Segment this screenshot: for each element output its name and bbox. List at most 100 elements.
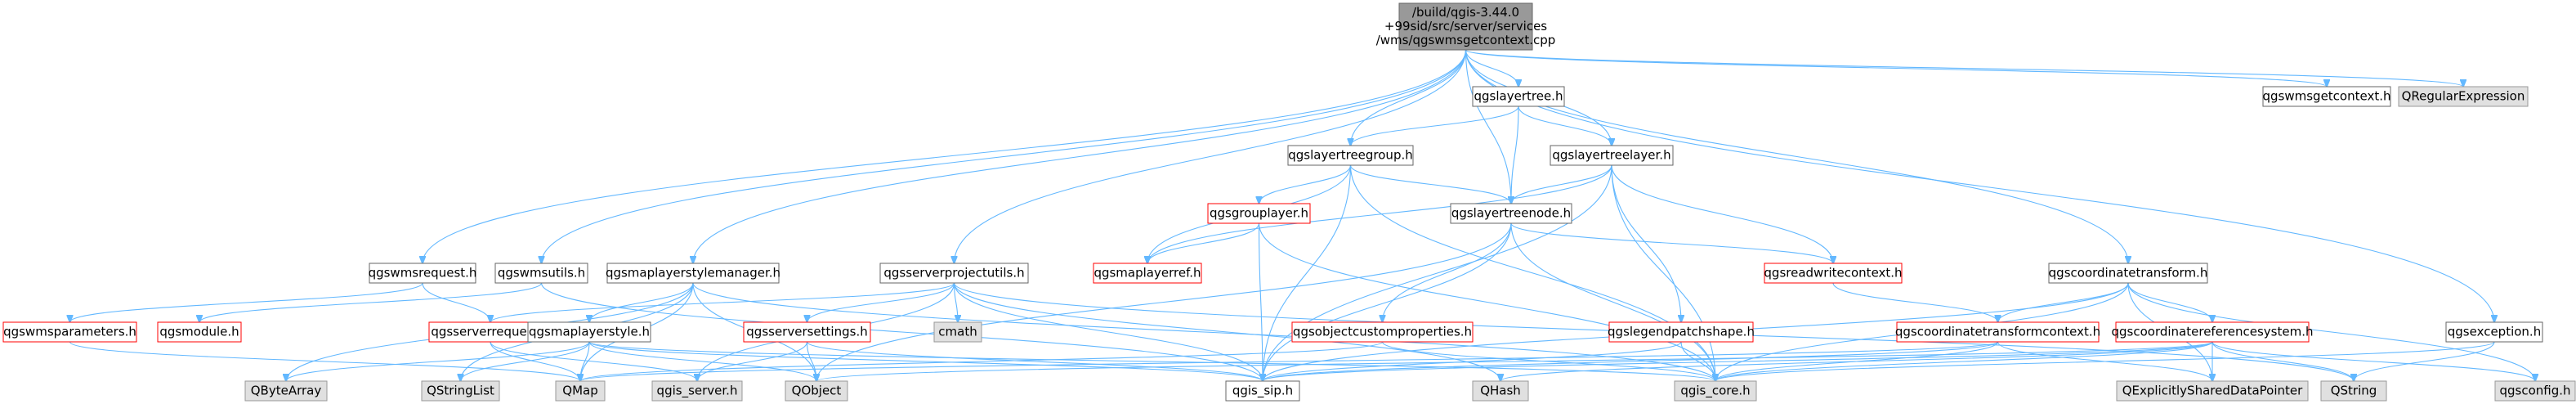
- node-box: [1093, 263, 1202, 284]
- edge-qgswmsutils-to-qgsmodule: [199, 282, 543, 322]
- node-qgsobjectcustomproperties[interactable]: qgsobjectcustomproperties.h: [1291, 321, 1474, 343]
- node-qgslayertreenode[interactable]: qgslayertreenode.h: [1450, 203, 1572, 224]
- node-box: [1550, 145, 1674, 166]
- node-qgslegendpatchshape[interactable]: qgslegendpatchshape.h: [1608, 321, 1755, 343]
- node-qgsconfig[interactable]: qgsconfig.h: [2494, 380, 2576, 402]
- node-box: [1674, 380, 1757, 402]
- node-label: QString: [2331, 384, 2377, 398]
- node-box: [1764, 263, 1903, 284]
- edge-qgslayertree-to-qgslayertreelayer: [1518, 105, 1612, 146]
- node-label: qgsgrouplayer.h: [1210, 206, 1308, 221]
- edge-qgsreadwritecontext-to-qgscoordinatetransformcontext: [1832, 282, 1998, 322]
- node-root[interactable]: /build/qgis-3.44.0+99sid/src/server/serv…: [1376, 2, 1556, 51]
- node-QStringList[interactable]: QStringList: [421, 380, 500, 402]
- node-QExplicitlySharedDataPointer[interactable]: QExplicitlySharedDataPointer: [2116, 380, 2309, 402]
- edge-root-to-qgsserverprojectutils: [955, 49, 1467, 263]
- node-label: qgsmodule.h: [159, 325, 239, 339]
- node-box: [2320, 380, 2387, 402]
- node-label: QObject: [792, 384, 842, 398]
- edge-root-to-qgswmsrequest: [423, 49, 1467, 263]
- node-label: QHash: [1480, 384, 1521, 398]
- node-label: qgsobjectcustomproperties.h: [1293, 325, 1472, 339]
- node-qgsmaplayerref[interactable]: qgsmaplayerref.h: [1093, 263, 1202, 284]
- edge-qgsmaplayerstyle-to-qgis_sip: [588, 341, 1263, 381]
- node-label: qgsmaplayerref.h: [1093, 266, 1201, 281]
- node-label: QExplicitlySharedDataPointer: [2122, 384, 2303, 398]
- node-qgswmsrequest[interactable]: qgswmsrequest.h: [369, 263, 477, 284]
- edge-qgslayertreelayer-to-qgis_core: [1611, 164, 1715, 381]
- node-box: [879, 263, 1029, 284]
- edge-qgscoordinatereferencesystem-to-QObject: [816, 341, 2213, 381]
- node-qgsserverprojectutils[interactable]: qgsserverprojectutils.h: [879, 263, 1029, 284]
- edge-qgsgrouplayer-to-qgsmaplayerref: [1147, 222, 1260, 263]
- node-qgsserversettings[interactable]: qgsserversettings.h: [743, 321, 871, 343]
- node-label: qgswmsgetcontext.h: [2263, 89, 2391, 104]
- node-qgscoordinatetransform[interactable]: qgscoordinatetransform.h: [2048, 263, 2208, 284]
- node-label: /wms/qgswmsgetcontext.cpp: [1376, 33, 1556, 47]
- node-label: qgslayertreenode.h: [1451, 206, 1571, 221]
- node-QHash[interactable]: QHash: [1472, 380, 1529, 402]
- edge-qgsexception-to-qgis_core: [1715, 341, 2495, 381]
- node-box: [1225, 380, 1300, 402]
- node-box: [421, 380, 500, 402]
- node-label: qgsserverprojectutils.h: [883, 266, 1024, 281]
- node-QMap[interactable]: QMap: [555, 380, 606, 402]
- edge-qgswmsrequest-to-qgswmsparameters: [70, 282, 423, 322]
- edge-qgslayertreelayer-to-qgslegendpatchshape: [1611, 164, 1681, 322]
- edge-qgscoordinatetransform-to-qgsconfig: [2127, 282, 2535, 381]
- node-box: [1472, 86, 1565, 107]
- node-label: QRegularExpression: [2402, 89, 2525, 104]
- node-qgswmsgetcontext[interactable]: qgswmsgetcontext.h: [2262, 86, 2391, 107]
- edge-qgscoordinatereferencesystem-to-qgsconfig: [2212, 341, 2535, 381]
- node-box: [1608, 321, 1754, 343]
- node-label: QStringList: [427, 384, 494, 398]
- node-label: qgsmaplayerstylemanager.h: [606, 266, 780, 281]
- node-box: [1287, 145, 1414, 166]
- node-qgslayertree[interactable]: qgslayertree.h: [1472, 86, 1565, 107]
- edge-qgscoordinatetransformcontext-to-QMap: [580, 341, 1999, 381]
- node-qgscoordinatereferencesystem[interactable]: qgscoordinatereferencesystem.h: [2112, 321, 2314, 343]
- node-label: qgis_sip.h: [1232, 384, 1293, 399]
- node-layer: /build/qgis-3.44.0+99sid/src/server/serv…: [2, 2, 2576, 402]
- node-box: [1450, 203, 1572, 224]
- node-qgsmaplayerstylemanager[interactable]: qgsmaplayerstylemanager.h: [606, 263, 780, 284]
- node-qgscoordinatetransformcontext[interactable]: qgscoordinatetransformcontext.h: [1895, 321, 2100, 343]
- node-box: [494, 263, 588, 284]
- node-qgswmsparameters[interactable]: qgswmsparameters.h: [2, 321, 137, 343]
- node-QByteArray[interactable]: QByteArray: [244, 380, 328, 402]
- edge-root-to-qgswmsgetcontext: [1465, 49, 2328, 87]
- edge-qgslayertreenode-to-qgsreadwritecontext: [1510, 222, 1833, 263]
- node-qgslayertreelayer[interactable]: qgslayertreelayer.h: [1550, 145, 1674, 166]
- node-box: [933, 321, 982, 343]
- node-qgslayertreegroup[interactable]: qgslayertreegroup.h: [1287, 145, 1414, 166]
- node-qgis_server[interactable]: qgis_server.h: [651, 380, 743, 402]
- edge-qgslayertreelayer-to-qgis_sip: [1263, 164, 1612, 381]
- node-box: [1291, 321, 1474, 343]
- edge-qgslayertreenode-to-qgis_sip: [1263, 222, 1512, 381]
- edge-qgslayertreegroup-to-qgsgrouplayer: [1259, 164, 1352, 204]
- node-qgsmodule[interactable]: qgsmodule.h: [157, 321, 242, 343]
- node-QString[interactable]: QString: [2320, 380, 2387, 402]
- node-qgis_sip[interactable]: qgis_sip.h: [1225, 380, 1300, 402]
- node-QObject[interactable]: QObject: [785, 380, 848, 402]
- node-qgswmsutils[interactable]: qgswmsutils.h: [494, 263, 588, 284]
- edge-qgsmaplayerstyle-to-qgis_core: [588, 341, 1715, 381]
- node-cmath[interactable]: cmath: [933, 321, 982, 343]
- node-box: [369, 263, 476, 284]
- edge-qgsgrouplayer-to-qgis_sip: [1258, 222, 1263, 381]
- node-qgsreadwritecontext[interactable]: qgsreadwritecontext.h: [1764, 263, 1903, 284]
- node-box: [527, 321, 651, 343]
- edge-qgslayertreegroup-to-qgslayertreenode: [1349, 164, 1512, 204]
- node-qgis_core[interactable]: qgis_core.h: [1674, 380, 1757, 402]
- node-box: [2262, 86, 2391, 107]
- node-label: qgsserverrequest.h: [431, 325, 549, 339]
- node-qgsgrouplayer[interactable]: qgsgrouplayer.h: [1207, 203, 1311, 224]
- node-qgsexception[interactable]: qgsexception.h: [2445, 321, 2543, 343]
- node-label: qgsexception.h: [2448, 325, 2541, 339]
- node-box: [2445, 321, 2543, 343]
- node-qgsmaplayerstyle[interactable]: qgsmaplayerstyle.h: [527, 321, 651, 343]
- edge-qgslegendpatchshape-to-qgis_sip: [1263, 341, 1682, 381]
- node-label: qgscoordinatereferencesystem.h: [2112, 325, 2314, 339]
- node-QRegularExpression[interactable]: QRegularExpression: [2398, 86, 2529, 107]
- node-box: [2048, 263, 2208, 284]
